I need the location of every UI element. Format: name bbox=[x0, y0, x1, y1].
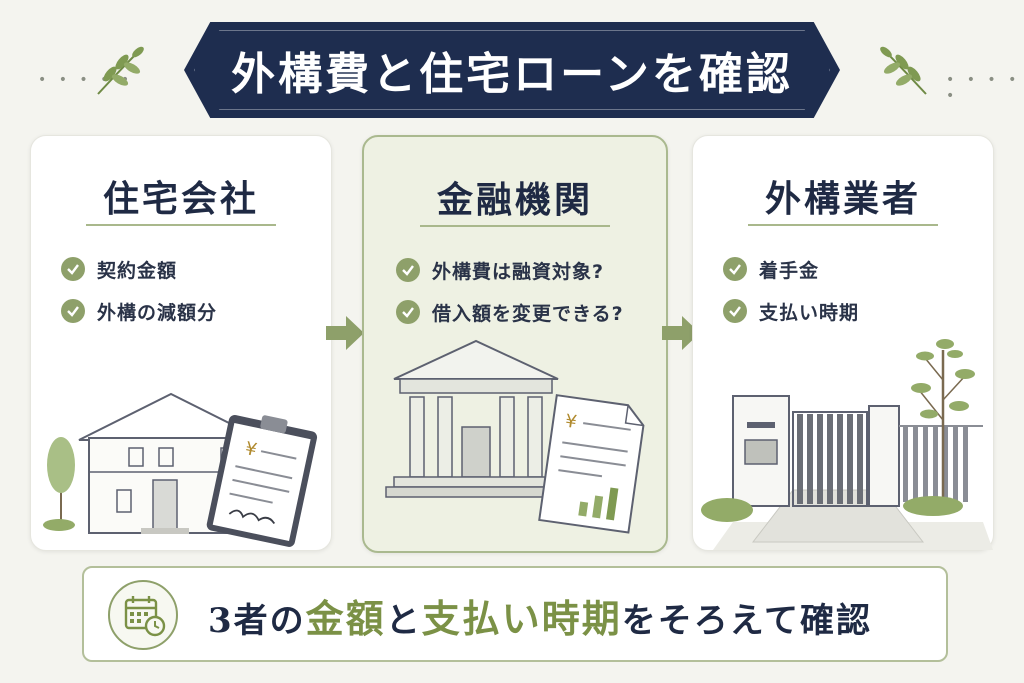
summary-highlight-timing: 支払い時期 bbox=[421, 596, 622, 641]
checklist-item-label: 借入額を変更できる? bbox=[432, 302, 624, 325]
arrow-right-icon bbox=[326, 316, 364, 350]
checklist: 外構費は融資対象? 借入額を変更できる? bbox=[396, 249, 624, 333]
checklist-item: 外構費は融資対象? bbox=[396, 249, 624, 291]
calendar-clock-icon bbox=[108, 580, 178, 650]
checklist-item-label: 支払い時期 bbox=[759, 301, 860, 324]
checklist: 契約金額 外構の減額分 bbox=[61, 248, 217, 332]
card-title: 外構業者 bbox=[764, 178, 921, 220]
title-banner: 外構費と住宅ローンを確認 bbox=[184, 22, 840, 118]
checklist: 着手金 支払い時期 bbox=[723, 248, 859, 332]
card-exterior-contractor: 外構業者 着手金 支払い時期 bbox=[692, 135, 994, 551]
summary-highlight-amount: 金額 bbox=[305, 596, 386, 641]
page-title: 外構費と住宅ローンを確認 bbox=[231, 49, 793, 100]
check-icon bbox=[396, 300, 420, 324]
summary-text: 3者の金額と支払い時期をそろえて確認 bbox=[208, 588, 872, 643]
check-icon bbox=[61, 257, 85, 281]
sprig-right-icon bbox=[880, 46, 927, 95]
svg-text:¥: ¥ bbox=[243, 438, 259, 461]
header: • • • • • 外構費と住宅ローンを確認 • • • • • bbox=[0, 0, 1024, 130]
arrow-right-icon bbox=[662, 316, 700, 350]
card-title: 金融機関 bbox=[436, 179, 593, 221]
checklist-item-label: 外構費は融資対象? bbox=[432, 260, 605, 283]
summary-bar: 3者の金額と支払い時期をそろえて確認 bbox=[82, 566, 948, 662]
checklist-item: 着手金 bbox=[723, 248, 859, 290]
bank-with-document-icon: ¥ bbox=[385, 339, 645, 534]
checklist-item: 契約金額 bbox=[61, 248, 217, 290]
check-icon bbox=[61, 299, 85, 323]
title-divider bbox=[748, 224, 938, 226]
card-title: 住宅会社 bbox=[102, 178, 259, 220]
checklist-item: 借入額を変更できる? bbox=[396, 291, 624, 333]
gate-and-fence-icon bbox=[701, 339, 993, 550]
title-divider bbox=[420, 225, 610, 227]
checklist-item: 外構の減額分 bbox=[61, 290, 217, 332]
checklist-item-label: 契約金額 bbox=[97, 259, 178, 282]
card-financial-institution: 金融機関 外構費は融資対象? 借入額を変更できる? ¥ bbox=[362, 135, 668, 553]
check-icon bbox=[723, 257, 747, 281]
checklist-item-label: 着手金 bbox=[759, 259, 820, 282]
house-with-clipboard-icon: ¥ bbox=[43, 392, 318, 547]
svg-text:¥: ¥ bbox=[564, 411, 578, 433]
card-housing-company: 住宅会社 契約金額 外構の減額分 ¥ bbox=[30, 135, 332, 551]
dots-right: • • • • • bbox=[946, 72, 1021, 104]
summary-part-1: 3者の bbox=[208, 601, 306, 641]
title-divider bbox=[86, 224, 276, 226]
check-icon bbox=[723, 299, 747, 323]
summary-part-3: をそろえて確認 bbox=[621, 601, 873, 641]
checklist-item: 支払い時期 bbox=[723, 290, 859, 332]
checklist-item-label: 外構の減額分 bbox=[97, 301, 218, 324]
check-icon bbox=[396, 258, 420, 282]
sprig-left-icon bbox=[97, 46, 144, 95]
summary-part-2: と bbox=[385, 601, 422, 641]
